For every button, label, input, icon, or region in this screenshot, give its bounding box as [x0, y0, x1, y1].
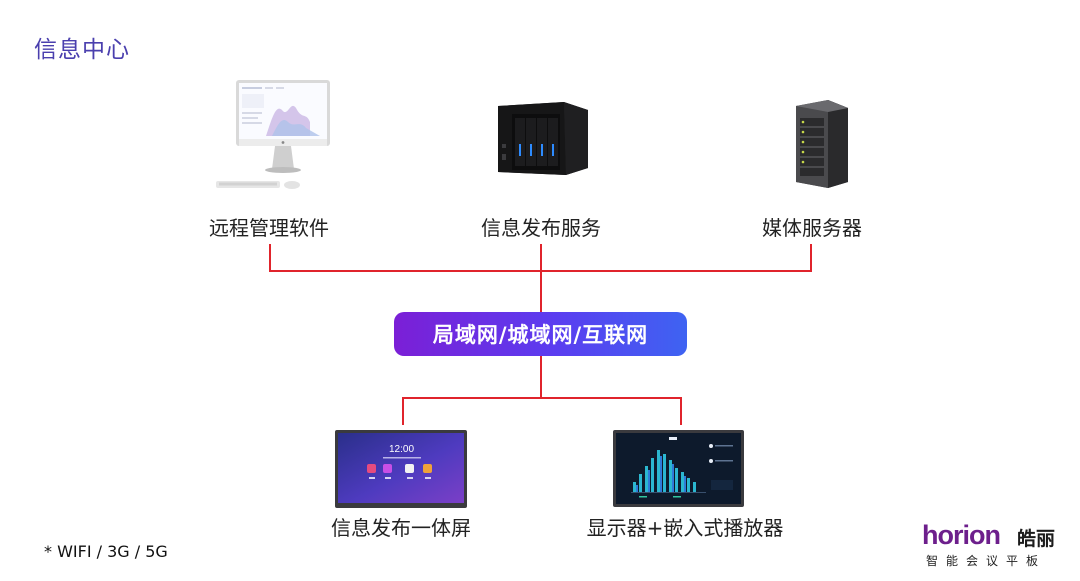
node-label-remote-management: 远程管理软件 [209, 216, 329, 240]
dashboard-display-icon [613, 430, 744, 507]
brand-name-cn: 皓丽 [1017, 528, 1056, 550]
node-publish-service [492, 98, 592, 178]
brand-slogan: 智能会议平板 [926, 554, 1047, 568]
monitor-icon [216, 80, 330, 189]
node-media-server [788, 98, 854, 190]
nas-server-icon [498, 102, 588, 175]
node-remote-management [210, 78, 335, 196]
page-title: 信息中心 [34, 37, 130, 63]
node-all-in-one-display: 12:00 [335, 430, 467, 508]
rack-server-icon [796, 100, 848, 188]
network-hub: 局域网/城域网/互联网 [394, 312, 687, 356]
node-label-media-server: 媒体服务器 [762, 216, 862, 240]
display-clock: 12:00 [389, 444, 415, 455]
node-label-display-player: 显示器+嵌入式播放器 [586, 516, 784, 540]
node-display-player [613, 430, 744, 507]
node-label-all-in-one-display: 信息发布一体屏 [331, 516, 471, 540]
node-label-publish-service: 信息发布服务 [481, 216, 601, 240]
connectivity-footnote: * WIFI / 3G / 5G [44, 542, 168, 561]
brand-wordmark: horion [922, 520, 1001, 550]
display-panel-icon [335, 430, 467, 508]
